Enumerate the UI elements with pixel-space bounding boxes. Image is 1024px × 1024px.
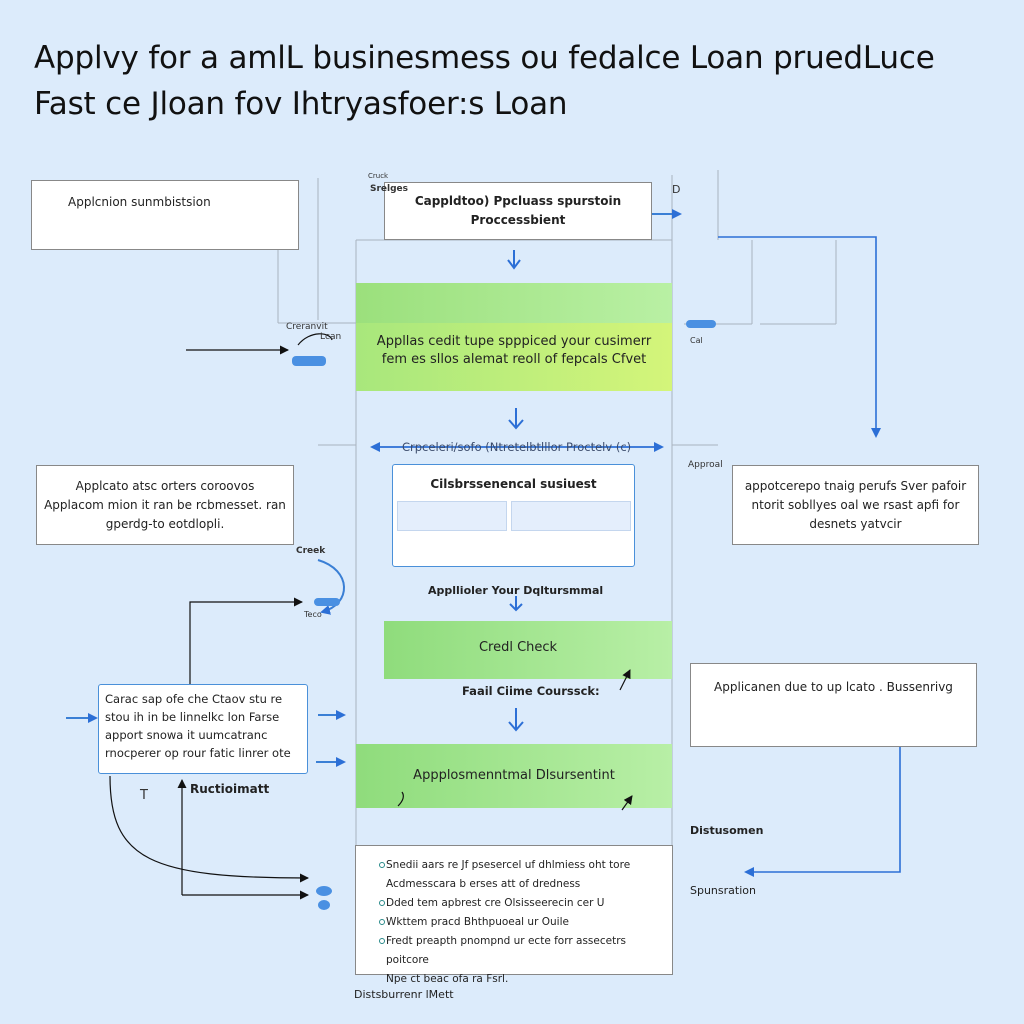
left-info-text-3: gperdg-to eotdlopli. xyxy=(105,516,225,531)
right-due-box: Applicanen due to up lcato . Bussenrivg xyxy=(690,663,977,747)
green-band-credit-type xyxy=(356,323,672,391)
label-teco: Teco xyxy=(304,610,322,619)
bullet-list: Snedii aars re Jf psesercel uf dhlmiess … xyxy=(356,856,672,989)
left-blue-box: Carac sap ofe che Ctaov stu re stou ih i… xyxy=(98,684,308,774)
page-subtitle: Fast ce Jloan fov Ihtryasfoer:s Loan xyxy=(34,86,568,122)
green-band-top xyxy=(356,283,672,323)
left-info-text-2: Applacom mion it ran be rcbmesset. ran xyxy=(44,497,286,512)
label-creek: Creek xyxy=(296,546,326,556)
application-submission-box: Applcnion sunmbistsion xyxy=(31,180,299,250)
label-approval: Approal xyxy=(688,460,723,470)
label-loan: Lcan xyxy=(320,332,342,342)
right-info-box: appotcerepo tnaig perufs Sver pafoir nto… xyxy=(732,465,979,545)
label-d: D xyxy=(672,183,681,196)
left-info-text-1: Applcato atsc orters coroovos xyxy=(75,478,255,493)
credit-check-label: Credl Check xyxy=(478,640,558,655)
center-form: Cilsbrssenencal susiuest xyxy=(392,464,635,567)
list-item: Fredt preapth pnompnd ur ecte forr assec… xyxy=(356,932,672,989)
connector-pill-bottom-2 xyxy=(318,900,330,910)
label-disbursement-met: Distsburrenr lMett xyxy=(354,988,454,1001)
connector-pill-bottom xyxy=(316,886,332,896)
label-double-arrow: Crpceleri/sofo (Ntretelbtlllor Proctelv … xyxy=(402,440,632,454)
page-title: Applvy for a amlL businesmess ou fedalce… xyxy=(34,40,935,76)
right-info-text-2: ntorit sobllyes oal we rsast apfi for xyxy=(751,497,960,512)
label-spelges: Srelges xyxy=(370,184,409,194)
left-blue-text-3: apport snowa it uumcatranc xyxy=(105,728,268,742)
left-blue-text-2: stou ih in be linnelkc lon Farse xyxy=(105,710,280,724)
bullet-list-box: Snedii aars re Jf psesercel uf dhlmiess … xyxy=(355,845,673,985)
credit-type-text-1: Appllas cedit tupe spppiced your cusimer… xyxy=(376,334,652,349)
right-connector xyxy=(718,236,901,877)
disbursement-band-label: Appplosmenntmal Dlsursentint xyxy=(413,768,615,783)
right-info-text-1: appotcerepo tnaig perufs Sver pafoir xyxy=(744,478,967,493)
label-faill-time: Faail Ciime Courssck: xyxy=(462,684,600,698)
processment-box: Cappldtoo) Ppcluass spurstoin Proccessbi… xyxy=(384,182,652,240)
processment-text-1: Cappldtoo) Ppcluass spurstoin xyxy=(414,194,622,208)
processment-text-2: Proccessbient xyxy=(470,213,566,227)
label-t: T xyxy=(140,788,148,803)
credit-type-text-2: fem es sllos alemat reoll of fepcals Cfv… xyxy=(381,352,647,367)
left-blue-text-1: Carac sap ofe che Ctaov stu re xyxy=(105,692,283,706)
form-field-left[interactable] xyxy=(397,501,507,531)
label-disbursement: Appllioler Your Dqltursmmal xyxy=(428,584,604,597)
label-distusomen: Distusomen xyxy=(690,824,764,837)
right-due-text: Applicanen due to up lcato . Bussenrivg xyxy=(714,680,953,694)
left-info-box: Applcato atsc orters coroovos Applacom m… xyxy=(36,465,294,545)
form-field-right[interactable] xyxy=(511,501,631,531)
list-item: Wkttem pracd Bhthpuoeal ur Ouile xyxy=(356,913,672,932)
application-submission-text: Applcnion sunmbistsion xyxy=(68,195,211,209)
connector-pill-top xyxy=(686,320,716,328)
label-ructioimatt: Ructioimatt xyxy=(190,782,270,796)
left-blue-text-4: rnocperer op rour fatic linrer ote xyxy=(105,746,291,760)
label-grenwt: Creranvit xyxy=(286,322,328,332)
blue-small-arrows xyxy=(66,209,682,767)
label-cal: Cal xyxy=(690,336,703,345)
list-item: Dded tem apbrest cre Olsisseerecin cer U xyxy=(356,894,672,913)
label-crack: Cruck xyxy=(368,172,389,180)
list-item: Snedii aars re Jf psesercel uf dhlmiess … xyxy=(356,856,672,894)
credit-type-band: Appllas cedit tupe spppiced your cusimer… xyxy=(356,334,672,367)
green-band-disbursement xyxy=(356,744,672,808)
connector-pill-loan xyxy=(292,356,326,366)
connector-pill-creek xyxy=(314,598,340,606)
right-info-text-3: desnets yatvcir xyxy=(809,516,902,531)
center-form-title: Cilsbrssenencal susiuest xyxy=(430,477,597,491)
label-spunsration: Spunsration xyxy=(690,884,756,897)
down-arrows xyxy=(507,250,524,732)
